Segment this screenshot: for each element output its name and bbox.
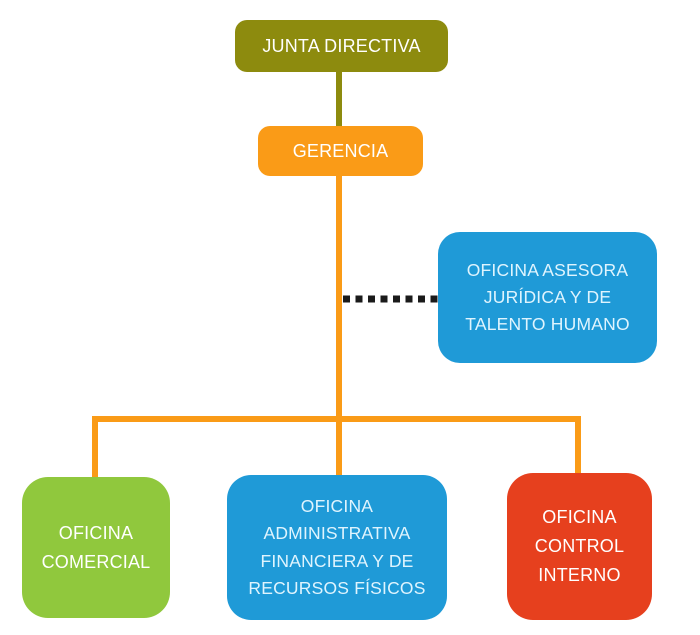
node-oficina-asesora-juridica-talento-humano: OFICINA ASESORA JURÍDICA Y DE TALENTO HU… xyxy=(438,232,657,363)
node-oficina-comercial: OFICINA COMERCIAL xyxy=(22,477,170,618)
node-junta-directiva: JUNTA DIRECTIVA xyxy=(235,20,448,72)
node-oficina-control-interno: OFICINA CONTROL INTERNO xyxy=(507,473,652,620)
node-gerencia: GERENCIA xyxy=(258,126,423,176)
node-oficina-administrativa-financiera-recursos-fisicos: OFICINA ADMINISTRATIVA FINANCIERA Y DE R… xyxy=(227,475,447,620)
